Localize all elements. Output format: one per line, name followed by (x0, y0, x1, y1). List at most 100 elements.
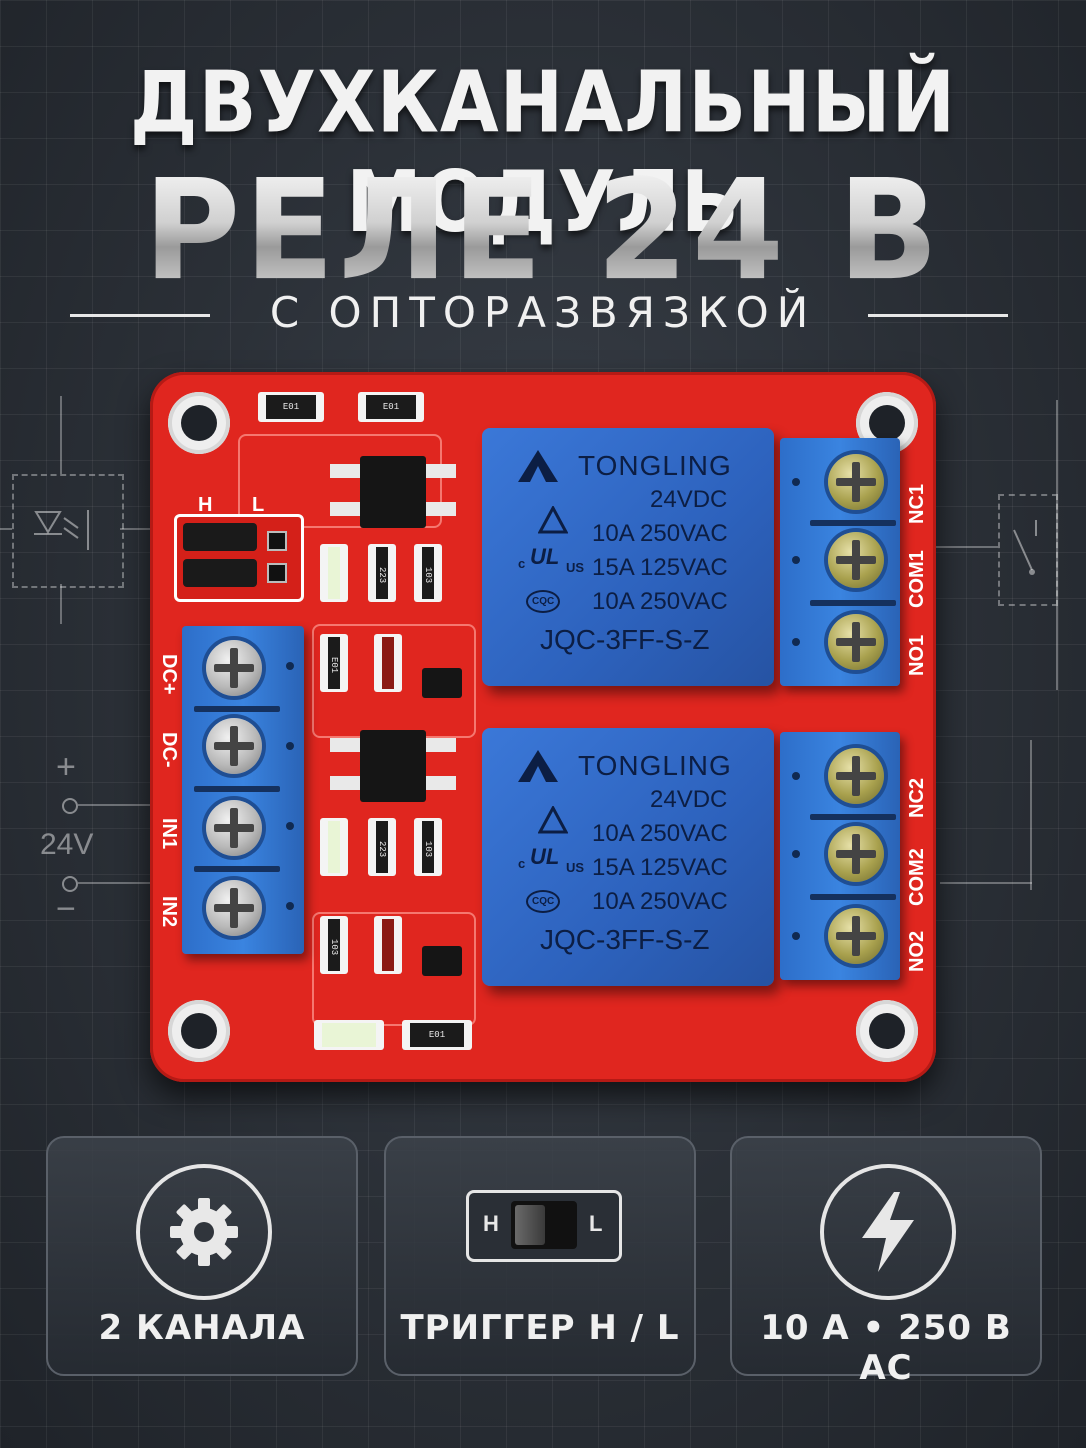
label-no2: NO2 (906, 930, 928, 972)
relay-spec: 15A 125VAC (592, 554, 728, 581)
chip-pad (426, 502, 456, 516)
screw-in1[interactable] (206, 800, 262, 856)
chip-pad (426, 738, 456, 752)
label-no1: NO1 (906, 634, 928, 676)
resistor-223: 223 (368, 818, 396, 876)
ul-us-mark: US (566, 860, 585, 875)
ul-c-mark: c (518, 556, 526, 571)
terminal-divider (194, 786, 280, 792)
schematic-line (78, 882, 150, 884)
relay-2: TONGLING 24VDC 10A 250VAC c UL US 15A 12… (482, 728, 774, 986)
switch-knob (515, 1205, 545, 1245)
terminal-divider (810, 814, 896, 820)
power-led (314, 1020, 384, 1050)
switch-contact-icon (1013, 520, 1037, 575)
jumper-label-h: H (198, 494, 213, 516)
subtitle-row: С ОПТОРАЗВЯЗКОЙ (0, 288, 1086, 338)
feature-card-trigger: H L ТРИГГЕР H / L (384, 1136, 696, 1376)
terminal-divider (810, 600, 896, 606)
jumper-pin (267, 563, 287, 583)
mount-hole-top-left (168, 392, 230, 454)
pcb-trace (238, 434, 442, 528)
tongling-logo-icon (518, 750, 558, 782)
screw-nc1[interactable] (828, 454, 884, 510)
feature-card-rating: 10 А • 250 В АС (730, 1136, 1042, 1388)
tongling-logo-icon (518, 450, 558, 482)
optocoupler-chip-2 (360, 730, 426, 802)
label-nc2: NC2 (906, 777, 928, 818)
toggle-switch-icon: H L (466, 1190, 622, 1262)
resistor-103: 103 (414, 818, 442, 876)
label-in2: IN2 (158, 896, 180, 928)
schematic-line (60, 584, 62, 624)
terminal-pin (792, 932, 800, 940)
resistor-e01: E01 (258, 392, 324, 422)
relay-spec: 10A 250VAC (592, 588, 728, 615)
title-line-2: РЕЛЕ 24 В (0, 150, 1086, 312)
switch-label-l: L (589, 1211, 603, 1236)
terminal-divider (194, 706, 280, 712)
schematic-line (940, 882, 1032, 884)
mount-hole-bottom-right (856, 1000, 918, 1062)
triangle-mark-icon (538, 806, 568, 834)
jumper-pin (267, 531, 287, 551)
terminal-pin (792, 478, 800, 486)
jumper-cap (183, 559, 257, 587)
schematic-line (1030, 740, 1032, 890)
mount-hole-bottom-left (168, 1000, 230, 1062)
feature-label-channels: 2 КАНАЛА (98, 1308, 306, 1348)
screw-com1[interactable] (828, 532, 884, 588)
optocoupler-schematic (12, 474, 124, 588)
resistor-e01: E01 (320, 634, 348, 692)
subtitle-rule-left (70, 314, 210, 317)
ul-mark: UL (530, 844, 560, 869)
optocoupler-chip-1 (360, 456, 426, 528)
label-com2: COM2 (906, 848, 928, 906)
led-diode-icon (34, 510, 89, 550)
resistor-223: 223 (368, 544, 396, 602)
plus-sign: + (56, 748, 76, 786)
resistor-103: 103 (414, 544, 442, 602)
screw-in2[interactable] (206, 880, 262, 936)
ul-mark: UL (530, 544, 560, 569)
diode (374, 916, 402, 974)
terminal-pin (286, 902, 294, 910)
icon-circle (136, 1164, 272, 1300)
screw-dc-plus[interactable] (206, 640, 262, 696)
trigger-jumper[interactable] (174, 514, 304, 602)
icon-circle (820, 1164, 956, 1300)
screw-com2[interactable] (828, 826, 884, 882)
relay-model: JQC-3FF-S-Z (540, 624, 710, 655)
jumper-cap (183, 523, 257, 551)
chip-pad (426, 464, 456, 478)
resistor-e01: E01 (358, 392, 424, 422)
relay-spec: 10A 250VAC (592, 520, 728, 547)
label-nc1: NC1 (906, 483, 928, 524)
feature-label-trigger: ТРИГГЕР H / L (400, 1308, 680, 1348)
relay-spec: 10A 250VAC (592, 888, 728, 915)
schematic-terminal (62, 798, 78, 814)
screw-no1[interactable] (828, 614, 884, 670)
schematic-line (78, 804, 150, 806)
terminal-pin (286, 742, 294, 750)
gear-icon (170, 1198, 238, 1266)
jumper-label-l: L (252, 494, 265, 516)
lightning-icon (862, 1192, 914, 1272)
terminal-divider (194, 866, 280, 872)
relay-spec: 10A 250VAC (592, 820, 728, 847)
screw-no2[interactable] (828, 908, 884, 964)
terminal-divider (810, 894, 896, 900)
triangle-mark-icon (538, 506, 568, 534)
relay-spec: 24VDC (650, 786, 728, 813)
schematic-terminal (62, 876, 78, 892)
subtitle: С ОПТОРАЗВЯЗКОЙ (269, 288, 817, 337)
screw-dc-minus[interactable] (206, 718, 262, 774)
relay-model: JQC-3FF-S-Z (540, 924, 710, 955)
subtitle-rule-right (868, 314, 1008, 317)
diode (374, 634, 402, 692)
status-led-2 (320, 818, 348, 876)
label-dc-plus: DC+ (158, 654, 180, 695)
screw-nc2[interactable] (828, 748, 884, 804)
terminal-pin (286, 662, 294, 670)
schematic-line (936, 546, 998, 548)
